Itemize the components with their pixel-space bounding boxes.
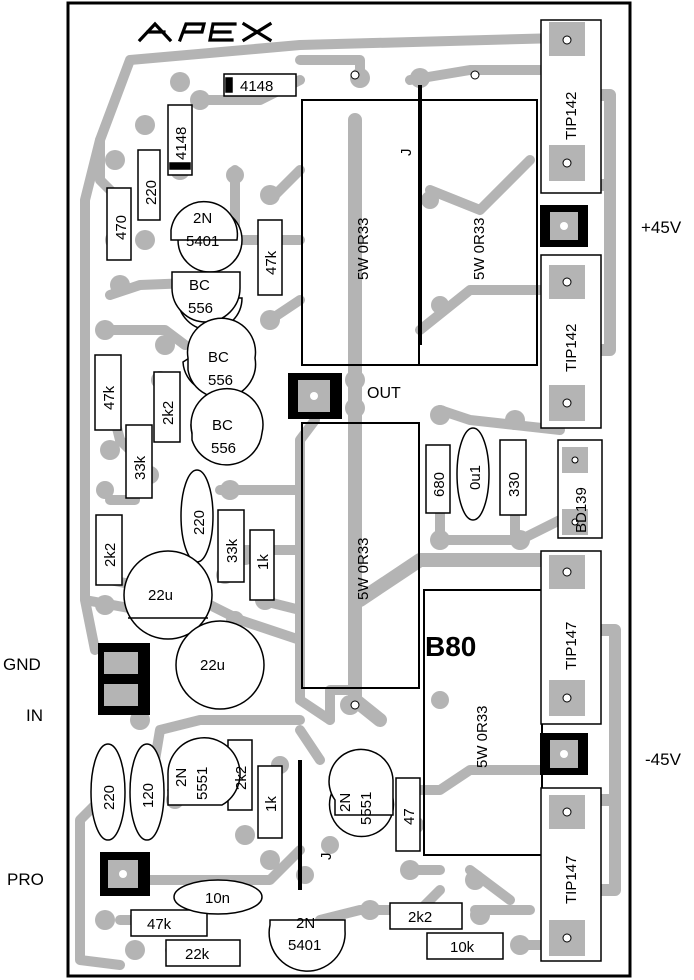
label-5w-0r33-3: 5W 0R33 <box>355 537 372 600</box>
label-5w-0r33-2: 5W 0R33 <box>471 217 488 280</box>
label-5w-0r33-4: 5W 0R33 <box>474 705 491 768</box>
label-2n5551-b1: 2N <box>337 793 354 812</box>
label-2n5551-a1: 2N <box>173 768 190 787</box>
label-4148-b: 4148 <box>173 127 190 160</box>
label-220-b: 220 <box>101 785 118 810</box>
label-2n5551-b2: 5551 <box>358 792 375 825</box>
label-jumper-bottom: J <box>318 853 335 861</box>
label-2k2-c: 2k2 <box>233 766 250 790</box>
resistor-bodies <box>94 73 527 967</box>
label-2n5401-a1: 2N <box>193 210 212 227</box>
label-pro: PRO <box>7 870 44 889</box>
label-in: IN <box>26 706 43 725</box>
label-120: 120 <box>140 783 157 808</box>
label-10k: 10k <box>450 939 475 956</box>
label-47k-a: 47k <box>263 250 280 275</box>
label-33k-b: 33k <box>224 538 241 563</box>
label-tip147-a: TIP147 <box>563 622 580 670</box>
label-680: 680 <box>431 472 448 497</box>
label-2n5551-a2: 5551 <box>194 767 211 800</box>
label-bc556-a1: BC <box>189 277 210 294</box>
label-1k-b: 1k <box>263 796 280 812</box>
label-neg-supply: -45V <box>645 750 681 769</box>
label-bc556-b1: BC <box>208 349 229 366</box>
label-gnd: GND <box>3 655 41 674</box>
label-220-a: 220 <box>143 180 160 205</box>
label-0u1: 0u1 <box>467 465 484 490</box>
apex-logo <box>137 21 273 43</box>
label-4148-a: 4148 <box>240 78 273 95</box>
transistor-bodies <box>167 200 394 972</box>
label-bc556-c2: 556 <box>211 440 236 457</box>
label-2k2-d: 2k2 <box>408 909 432 926</box>
label-330: 330 <box>506 472 523 497</box>
label-b80: B80 <box>425 631 476 662</box>
label-47: 47 <box>401 808 418 825</box>
label-2k2-b: 2k2 <box>102 543 119 567</box>
label-1k-a: 1k <box>255 554 272 570</box>
connector-pads <box>98 205 588 896</box>
label-22u-b: 22u <box>200 657 225 674</box>
label-bc556-b2: 556 <box>208 372 233 389</box>
label-bc556-a2: 556 <box>188 300 213 317</box>
label-tip142-b: TIP142 <box>563 324 580 372</box>
label-2n5401-a2: 5401 <box>186 233 219 250</box>
label-tip142-a: TIP142 <box>563 92 580 140</box>
component-labels: 4148 4148 220 470 47k 47k 2k2 33k 2k2 22… <box>101 78 590 963</box>
label-2n5401-b1: 2N <box>296 915 315 932</box>
label-2n5401-b2: 5401 <box>288 937 321 954</box>
label-pos-supply: +45V <box>641 218 682 237</box>
label-bc556-c1: BC <box>212 417 233 434</box>
label-out: OUT <box>367 385 401 402</box>
label-47k-c: 47k <box>147 916 172 933</box>
label-220-c: 220 <box>191 510 208 535</box>
label-tip147-b: TIP147 <box>563 856 580 904</box>
label-jumper-top: J <box>398 149 415 157</box>
label-22k: 22k <box>185 946 210 963</box>
label-33k-a: 33k <box>132 455 149 480</box>
label-2k2-a: 2k2 <box>160 401 177 425</box>
label-bd139: BD139 <box>573 487 590 533</box>
label-47k-b: 47k <box>101 385 118 410</box>
label-470: 470 <box>113 215 130 240</box>
jumpers <box>298 85 422 890</box>
label-22u-a: 22u <box>148 587 173 604</box>
tip-transistors <box>540 19 603 962</box>
label-5w-0r33-1: 5W 0R33 <box>355 217 372 280</box>
label-10n: 10n <box>205 890 230 907</box>
